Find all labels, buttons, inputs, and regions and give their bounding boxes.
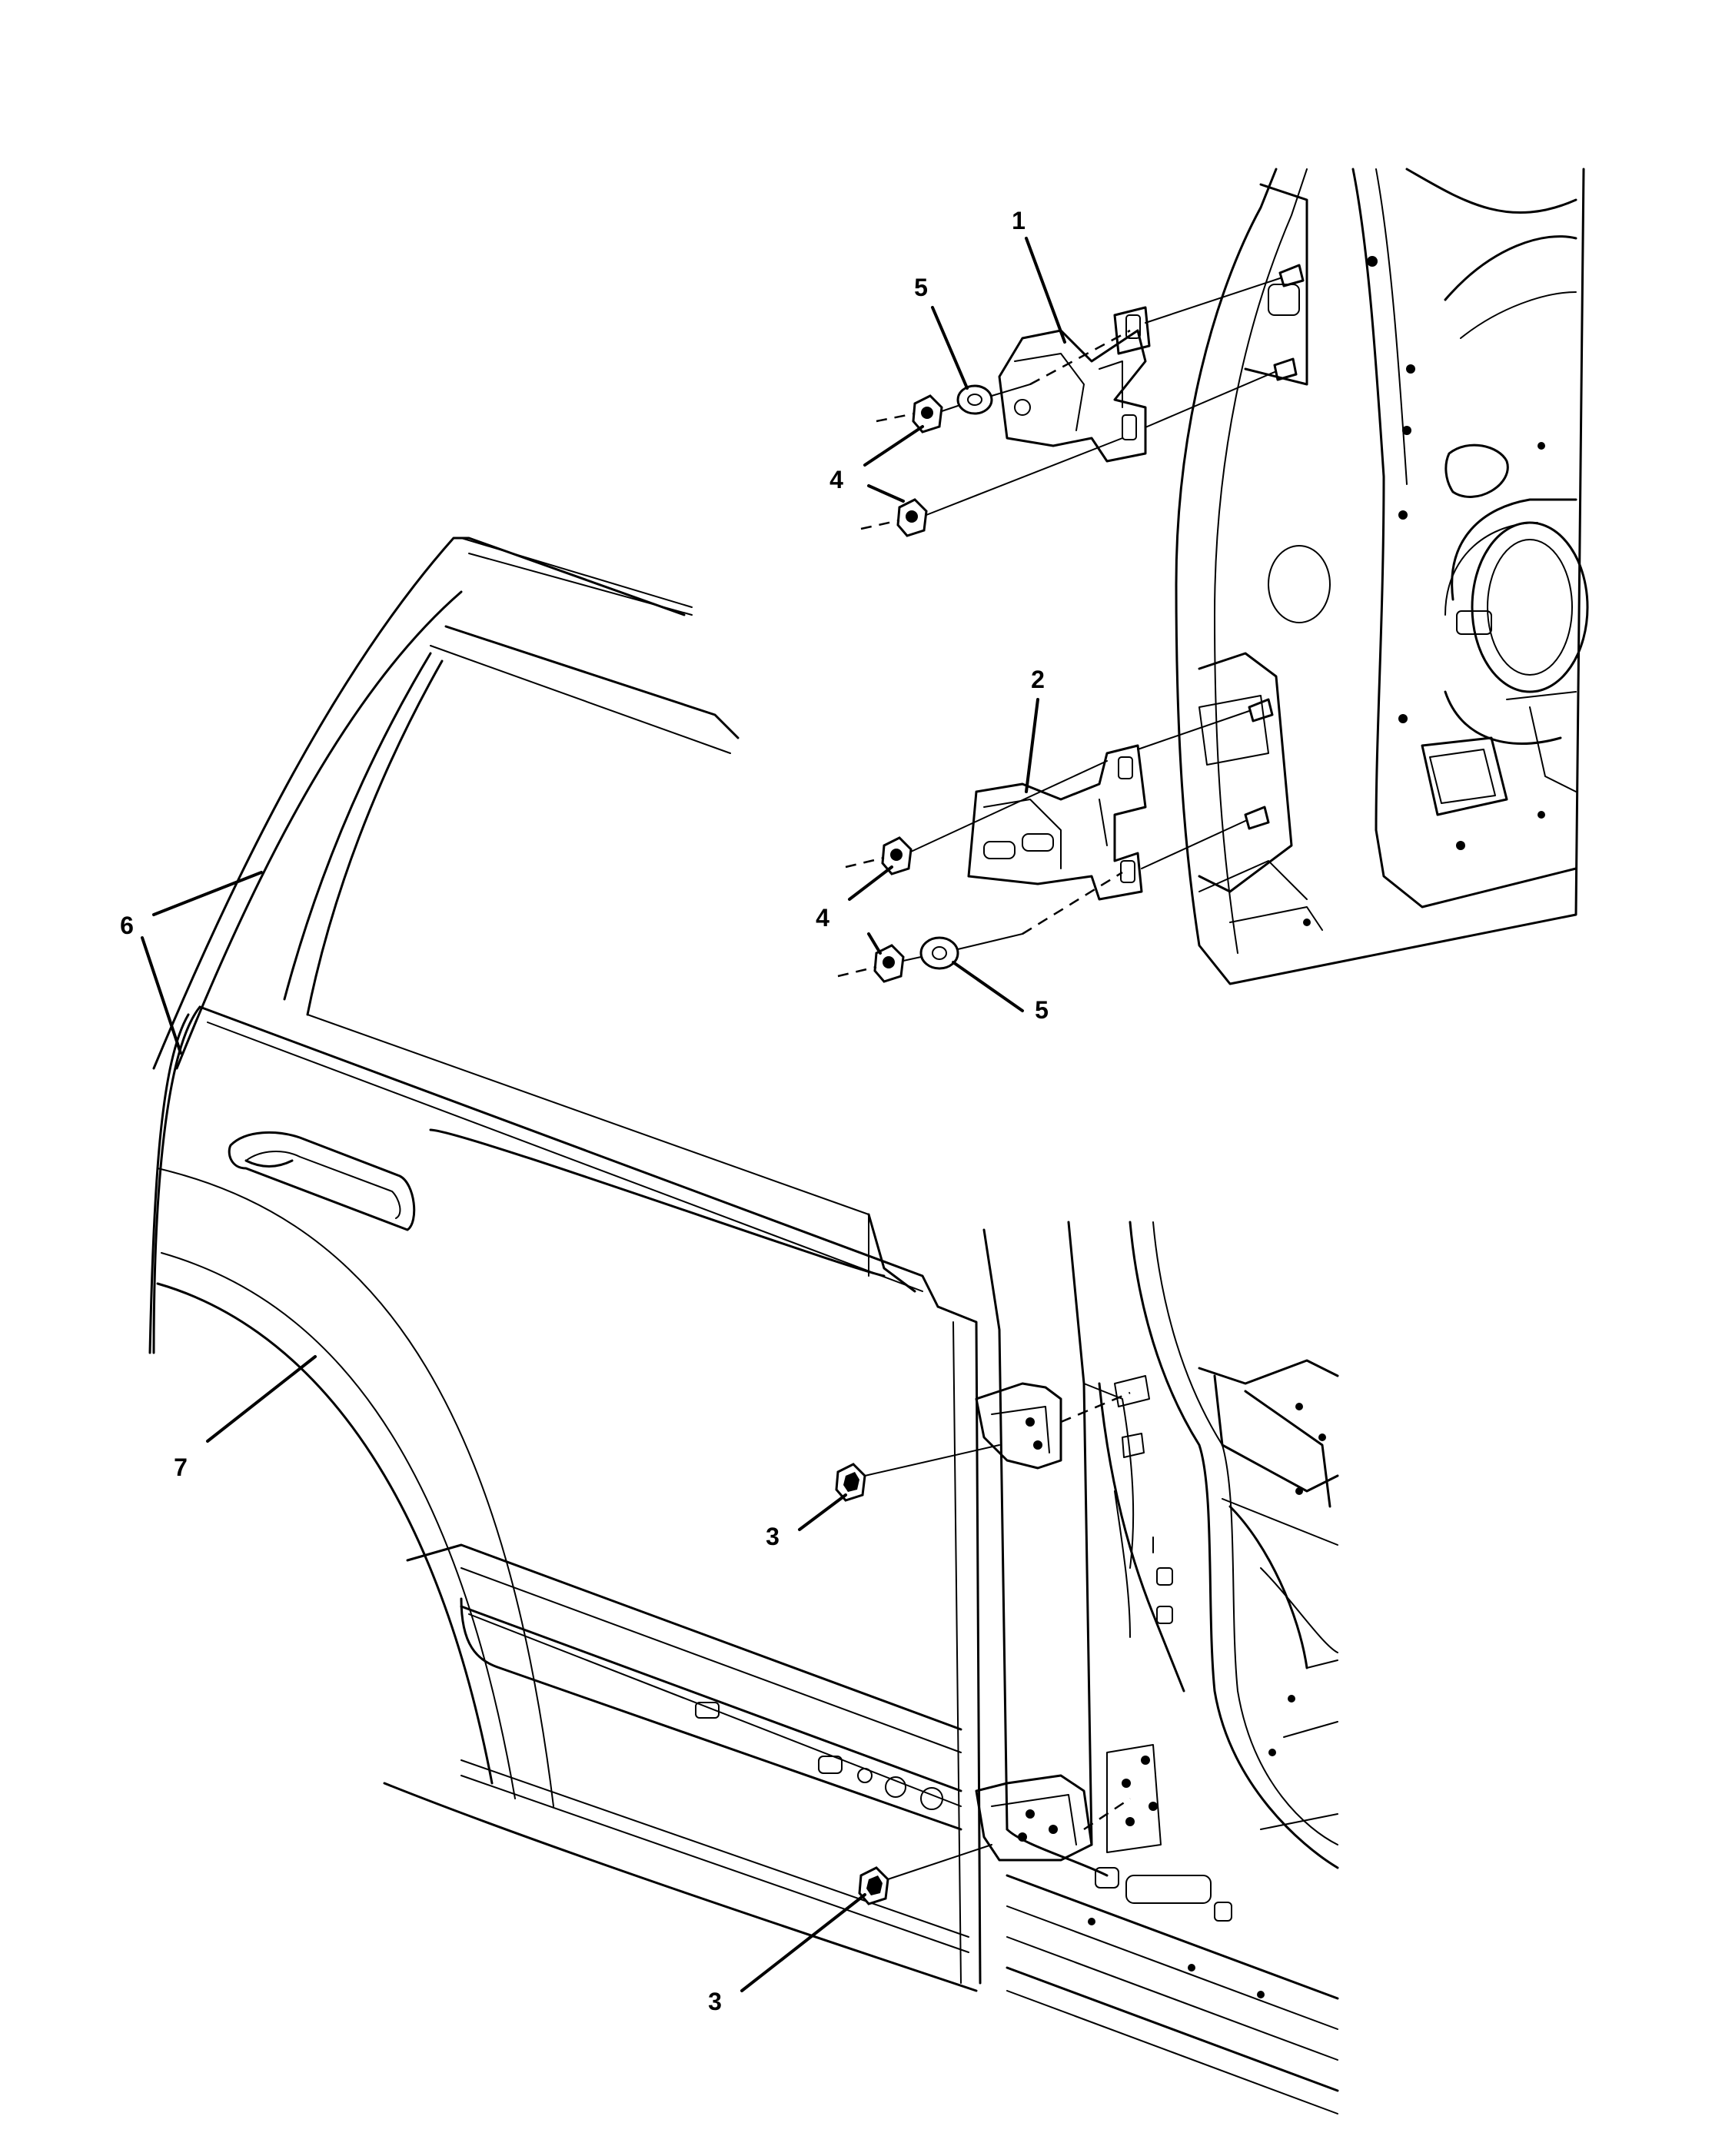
- nut-4-upper-a: [912, 394, 943, 434]
- callout-5-upper: 5: [914, 274, 928, 301]
- nut-4-lower-b: [873, 944, 905, 983]
- door-side-upper-hinge: [975, 1382, 1062, 1470]
- callout-1: 1: [1012, 207, 1026, 234]
- washer-5-upper: [956, 384, 993, 415]
- washer-5-lower: [919, 936, 959, 970]
- callout-7: 7: [174, 1453, 188, 1481]
- bolt-3-lower: [858, 1866, 889, 1905]
- door-side-lower-hinge: [975, 1774, 1093, 1862]
- callout-2: 2: [1031, 666, 1045, 693]
- front-door-inner-panel: [1175, 168, 1589, 985]
- body-b-pillar: [982, 1221, 1339, 2114]
- leader-lines: [141, 237, 1066, 1992]
- callout-4-upper: 4: [829, 466, 843, 493]
- nut-4-upper-b: [896, 498, 928, 537]
- bolt-3-upper: [835, 1463, 866, 1502]
- lower-hinge-part-2: [967, 744, 1147, 901]
- callout-3-lower: 3: [708, 1988, 722, 2015]
- upper-hinge-part-1: [998, 306, 1151, 463]
- rear-door-shell: [148, 537, 982, 1992]
- mounting-studs: [1244, 264, 1305, 830]
- callout-6: 6: [120, 912, 134, 939]
- callout-numbers: 1 2 3 3 4 4 5 5 6 7: [120, 207, 1049, 2015]
- callout-5-lower: 5: [1035, 996, 1049, 1024]
- callout-4-lower: 4: [816, 904, 829, 932]
- callout-3-upper: 3: [766, 1523, 780, 1550]
- nut-4-lower-a: [881, 836, 913, 875]
- alignment-lines: [837, 277, 1281, 1880]
